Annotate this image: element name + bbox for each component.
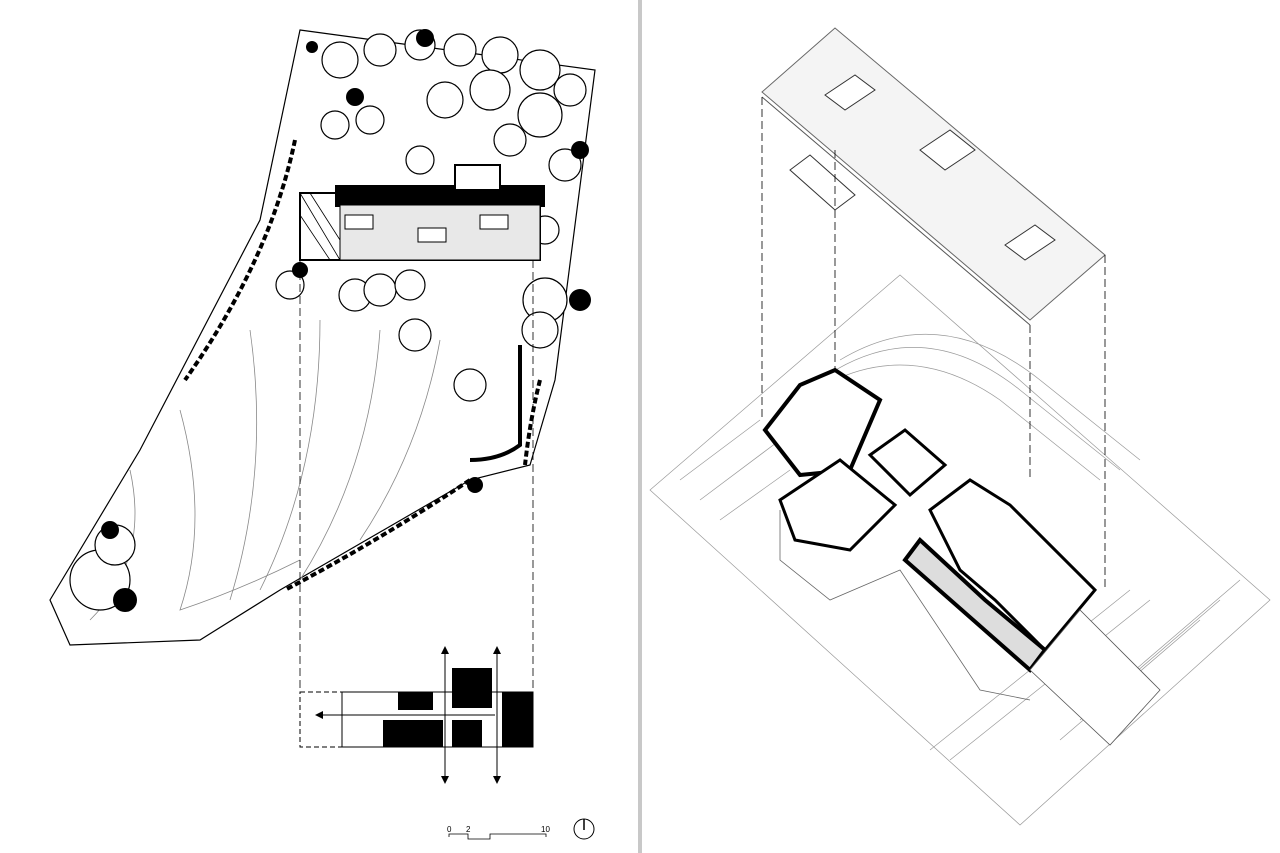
parti-diagram: [299, 646, 534, 784]
axonometric: [649, 27, 1271, 826]
contour-lines: [89, 319, 441, 621]
scale-label-2: 2: [466, 825, 471, 834]
panel-divider: [638, 0, 642, 853]
house-plan: [299, 164, 545, 261]
scale-label-10: 10: [541, 825, 550, 834]
north-arrow-icon: [573, 818, 595, 840]
roof: [761, 27, 1106, 326]
site-plan: 0 2 10: [49, 29, 596, 840]
scale-label-0: 0: [447, 825, 452, 834]
trees: [69, 29, 587, 611]
scale-bar: 0 2 10: [447, 825, 550, 840]
floor-plan: [762, 367, 1161, 746]
tree-shadows: [101, 29, 591, 612]
projection-lines-axo: [761, 97, 1106, 590]
site-boundary: [49, 29, 596, 646]
